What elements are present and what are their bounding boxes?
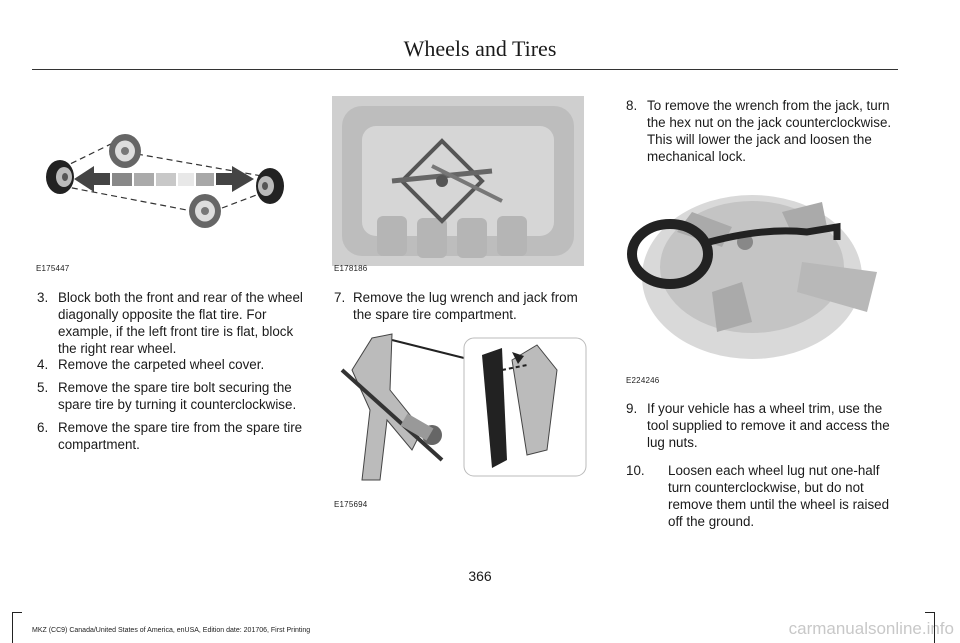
step-text: To remove the wrench from the jack, turn… [647, 98, 892, 164]
step-number: 10. [626, 463, 645, 478]
step-number: 4. [37, 357, 49, 372]
footer-text: MKZ (CC9) Canada/United States of Americ… [32, 627, 311, 634]
step-text: Remove the spare tire bolt securing the … [58, 380, 297, 412]
step-number: 9. [626, 401, 638, 416]
page-number: 366 [468, 568, 492, 584]
step-number: 8. [626, 98, 638, 113]
figure-code: E224246 [626, 376, 660, 385]
step-text: Remove the carpeted wheel cover. [58, 357, 265, 372]
tire-blocking-diagram [46, 134, 284, 228]
step-item-3: 3. Block both the front and rear of the … [37, 289, 307, 359]
step-item-6: 6. Remove the spare tire from the spare … [37, 419, 307, 455]
jack-wrench-illustration [340, 333, 587, 481]
step-item-4: 4. Remove the carpeted wheel cover. [37, 356, 307, 376]
figure-jack-wrench: E175694 [332, 330, 588, 510]
watermark-text: carmanualsonline.info [788, 619, 954, 638]
crop-mark [12, 612, 22, 613]
step-number: 5. [37, 380, 49, 395]
step-text: Loosen each wheel lug nut one-half turn … [668, 463, 890, 529]
figure-tire-blocking: E175447 [32, 96, 302, 276]
crop-mark [12, 612, 13, 643]
header-divider [32, 69, 898, 70]
step-number: 6. [37, 420, 49, 435]
step-text: Remove the lug wrench and jack from the … [353, 290, 578, 322]
step-item-7: 7. Remove the lug wrench and jack from t… [334, 289, 592, 325]
figure-wrench-hub: E224246 [622, 172, 892, 388]
step-text: Remove the spare tire from the spare tir… [58, 420, 303, 452]
figure-code: E175694 [334, 500, 368, 509]
step-number: 3. [37, 290, 49, 305]
figure-spare-compartment: E178186 [332, 96, 584, 276]
step-item-5: 5. Remove the spare tire bolt securing t… [37, 379, 307, 415]
figure-code: E178186 [334, 264, 368, 273]
step-item-10: 10. Loosen each wheel lug nut one-half t… [626, 462, 898, 534]
crop-mark [925, 612, 935, 613]
wrench-hub-illustration [627, 195, 877, 359]
step-item-9: 9. If your vehicle has a wheel trim, use… [626, 400, 898, 452]
step-item-8: 8. To remove the wrench from the jack, t… [626, 97, 898, 169]
crop-mark [934, 612, 935, 643]
spare-compartment-photo [332, 96, 584, 266]
figure-code: E175447 [36, 264, 70, 273]
page-header-title: Wheels and Tires [403, 36, 557, 61]
step-text: Block both the front and rear of the whe… [58, 290, 303, 356]
step-text: If your vehicle has a wheel trim, use th… [647, 401, 890, 450]
step-number: 7. [334, 290, 346, 305]
